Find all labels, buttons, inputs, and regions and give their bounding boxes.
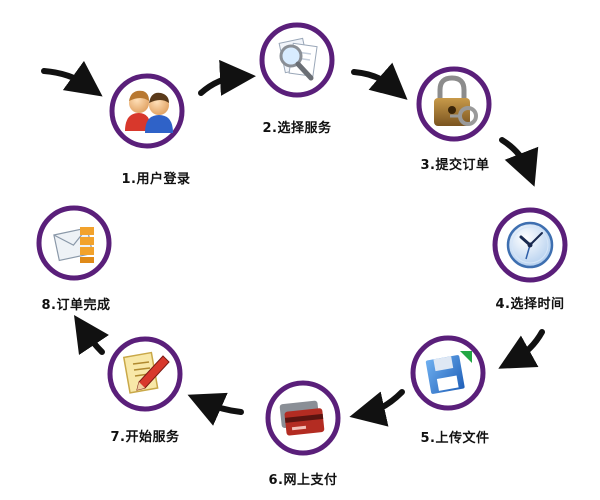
- floppy-disk-upload-icon: [425, 351, 472, 394]
- magnifier-documents-icon: [278, 37, 318, 81]
- envelope-stack-icon: [53, 227, 94, 263]
- flow-arrow-5-to-6: [349, 389, 405, 427]
- step-8-label: 8.订单完成: [41, 298, 111, 313]
- step-8-node: [36, 205, 112, 281]
- flow-arrow-1-to-2: [198, 59, 256, 96]
- pencil-document-icon: [122, 351, 170, 394]
- step-5-label: 5.上传文件: [420, 431, 490, 446]
- flow-arrow-4-to-5: [498, 329, 545, 369]
- step-7-label: 7.开始服务: [110, 430, 180, 445]
- padlock-key-icon: [434, 75, 478, 126]
- step-1-node: [109, 73, 185, 149]
- step-4-label: 4.选择时间: [495, 297, 565, 312]
- step-3-label: 3.提交订单: [420, 158, 490, 173]
- step-1-label: 1.用户登录: [121, 172, 191, 187]
- step-2-label: 2.选择服务: [262, 121, 332, 136]
- step-2-node: [259, 22, 335, 98]
- flow-arrow-3-to-4: [499, 137, 539, 187]
- entry-arrow: [41, 60, 103, 97]
- clock-icon: [506, 221, 554, 269]
- flow-arrow-2-to-3: [351, 62, 408, 100]
- step-4-node: [492, 207, 568, 283]
- step-6-label: 6.网上支付: [268, 473, 338, 488]
- step-3-node: [416, 66, 492, 142]
- credit-cards-icon: [279, 400, 325, 436]
- flow-arrow-6-to-7: [187, 392, 244, 426]
- step-6-node: [265, 380, 341, 456]
- users-icon: [125, 90, 173, 133]
- flow-arrow-7-to-8: [74, 315, 109, 355]
- step-7-node: [107, 336, 183, 412]
- step-5-node: [410, 335, 486, 411]
